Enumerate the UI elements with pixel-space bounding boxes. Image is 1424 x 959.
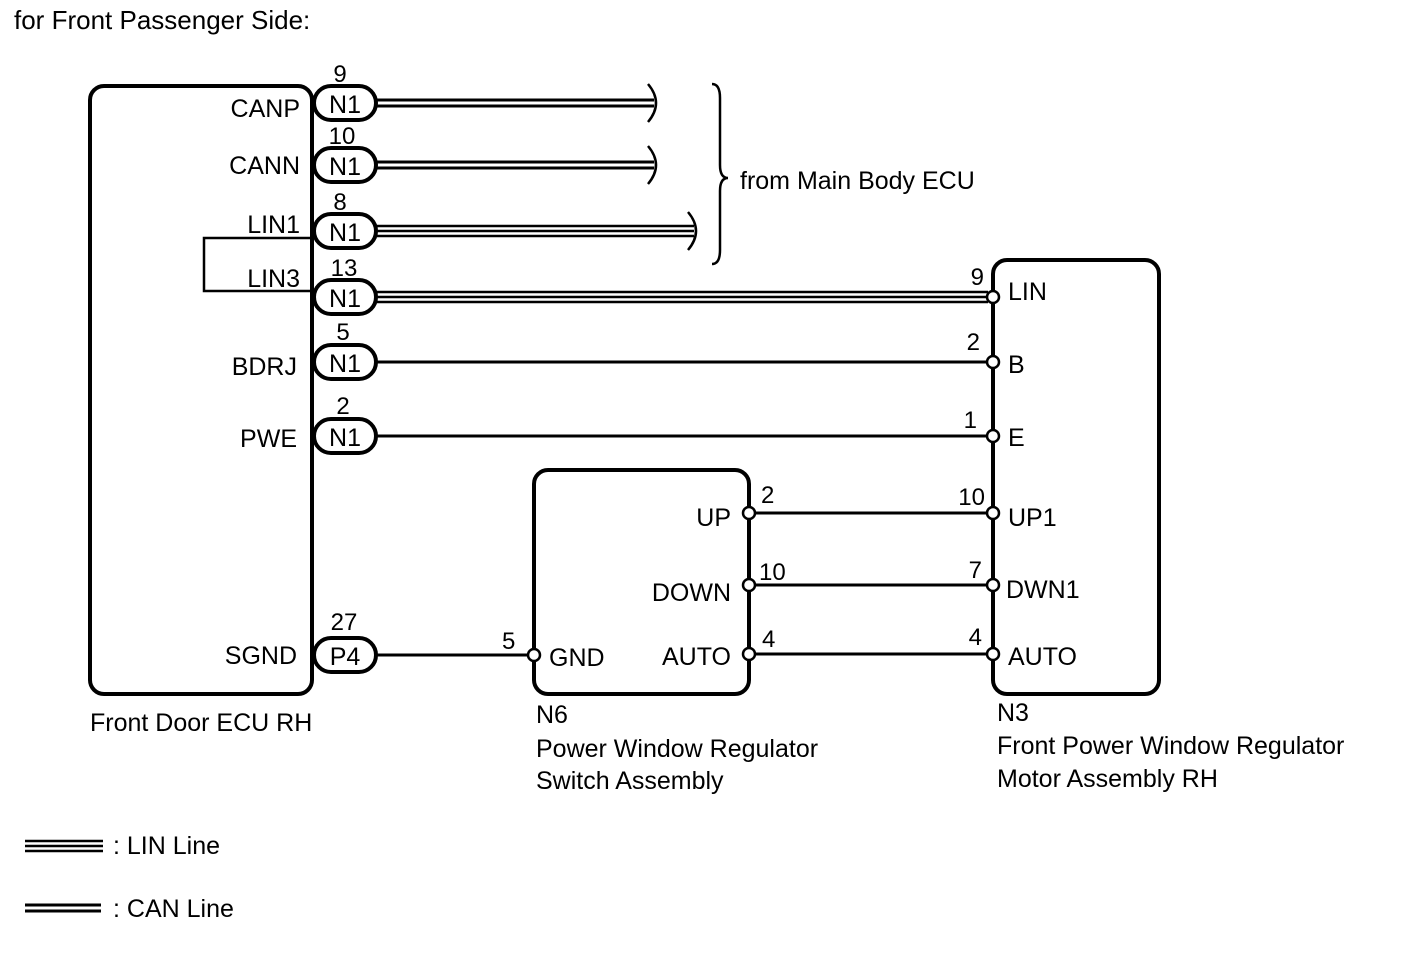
legend-can-line: : CAN Line (25, 895, 234, 923)
switch-pin-number-up: 2 (761, 482, 774, 509)
svg-text:N1: N1 (329, 424, 361, 452)
motor-terminal-dwn1: DWN1 (1006, 576, 1080, 604)
switch-pin-up (741, 505, 757, 521)
ecu-terminal-pwe: PWE (240, 425, 297, 453)
ecu-terminal-cann: CANN (229, 152, 300, 180)
switch-terminal-up: UP (696, 504, 731, 532)
switch-n6-name-line1: Power Window Regulator (536, 735, 818, 763)
motor-pin-number-e: 1 (964, 407, 977, 434)
svg-text:P4: P4 (330, 643, 361, 671)
legend-lin-line: : LIN Line (25, 832, 220, 860)
motor-terminal-lin: LIN (1008, 278, 1047, 306)
motor-pin-number-b: 2 (967, 329, 980, 356)
switch-pin-number-gnd: 5 (502, 628, 515, 655)
svg-text:N1: N1 (329, 350, 361, 378)
connector-sgnd: P4 27 (312, 609, 378, 674)
pin-number-canp: 9 (333, 61, 346, 88)
lin1-lin-wire (376, 211, 698, 251)
connector-pwe: N1 2 (312, 393, 378, 455)
ecu-terminal-lin3: LIN3 (247, 265, 300, 293)
ecu-terminal-sgnd: SGND (225, 642, 297, 670)
motor-pin-number-lin: 9 (971, 264, 984, 291)
switch-pin-gnd (526, 647, 542, 663)
connector-cann: N1 10 (312, 123, 378, 184)
motor-terminal-up1: UP1 (1008, 504, 1057, 532)
motor-pin-e (985, 428, 1001, 444)
ecu-rh-box (88, 84, 314, 696)
ecu-terminal-canp: CANP (231, 95, 300, 123)
svg-text:N1: N1 (329, 91, 361, 119)
pin-number-lin3: 13 (331, 255, 358, 282)
lin1-lin3-jumper (202, 236, 312, 293)
motor-pin-lin (985, 289, 1001, 305)
lin3-lin-wire (376, 290, 988, 304)
connector-bdrj: N1 5 (312, 319, 378, 381)
motor-pin-b (985, 354, 1001, 370)
main-body-ecu-brace (711, 82, 729, 266)
svg-text:N1: N1 (329, 153, 361, 181)
switch-pin-down (741, 577, 757, 593)
connector-canp: N1 9 (312, 61, 378, 122)
motor-pin-number-up1: 10 (958, 484, 985, 511)
ecu-terminal-bdrj: BDRJ (232, 353, 297, 381)
motor-pin-auto (985, 646, 1001, 662)
motor-terminal-b: B (1008, 351, 1025, 379)
switch-n6-code: N6 (536, 701, 568, 729)
motor-n3-box (991, 258, 1161, 696)
motor-pin-up1 (985, 505, 1001, 521)
ecu-rh-caption: Front Door ECU RH (90, 709, 312, 737)
pin-number-lin1: 8 (333, 189, 346, 216)
connector-lin3: N1 13 (312, 255, 378, 316)
switch-terminal-auto: AUTO (662, 643, 731, 671)
cann-can-wire (376, 145, 658, 185)
pin-number-bdrj: 5 (336, 319, 349, 346)
switch-pin-number-auto: 4 (762, 626, 775, 653)
svg-text:N1: N1 (329, 219, 361, 247)
canp-can-wire (376, 83, 658, 123)
pin-number-cann: 10 (329, 123, 356, 150)
switch-terminal-down: DOWN (652, 579, 731, 607)
pin-number-pwe: 2 (336, 393, 349, 420)
connector-lin1: N1 8 (312, 189, 378, 250)
ecu-terminal-lin1: LIN1 (247, 211, 300, 239)
motor-terminal-auto: AUTO (1008, 643, 1077, 671)
switch-terminal-gnd: GND (549, 644, 605, 672)
motor-pin-number-dwn1: 7 (969, 557, 982, 584)
switch-pin-auto (741, 646, 757, 662)
motor-n3-code: N3 (997, 699, 1029, 727)
motor-n3-name-line2: Motor Assembly RH (997, 765, 1218, 793)
svg-text:N1: N1 (329, 285, 361, 313)
motor-pin-number-auto: 4 (969, 624, 982, 651)
motor-pin-dwn1 (985, 577, 1001, 593)
switch-pin-number-down: 10 (759, 559, 786, 586)
motor-terminal-e: E (1008, 424, 1025, 452)
legend-can-line-label: : CAN Line (113, 895, 234, 923)
motor-n3-name-line1: Front Power Window Regulator (997, 732, 1344, 760)
switch-n6-name-line2: Switch Assembly (536, 767, 724, 795)
legend-lin-line-label: : LIN Line (113, 832, 220, 860)
diagram-heading: for Front Passenger Side: (14, 5, 310, 35)
pin-number-sgnd: 27 (331, 609, 358, 636)
main-body-ecu-label: from Main Body ECU (740, 167, 975, 195)
